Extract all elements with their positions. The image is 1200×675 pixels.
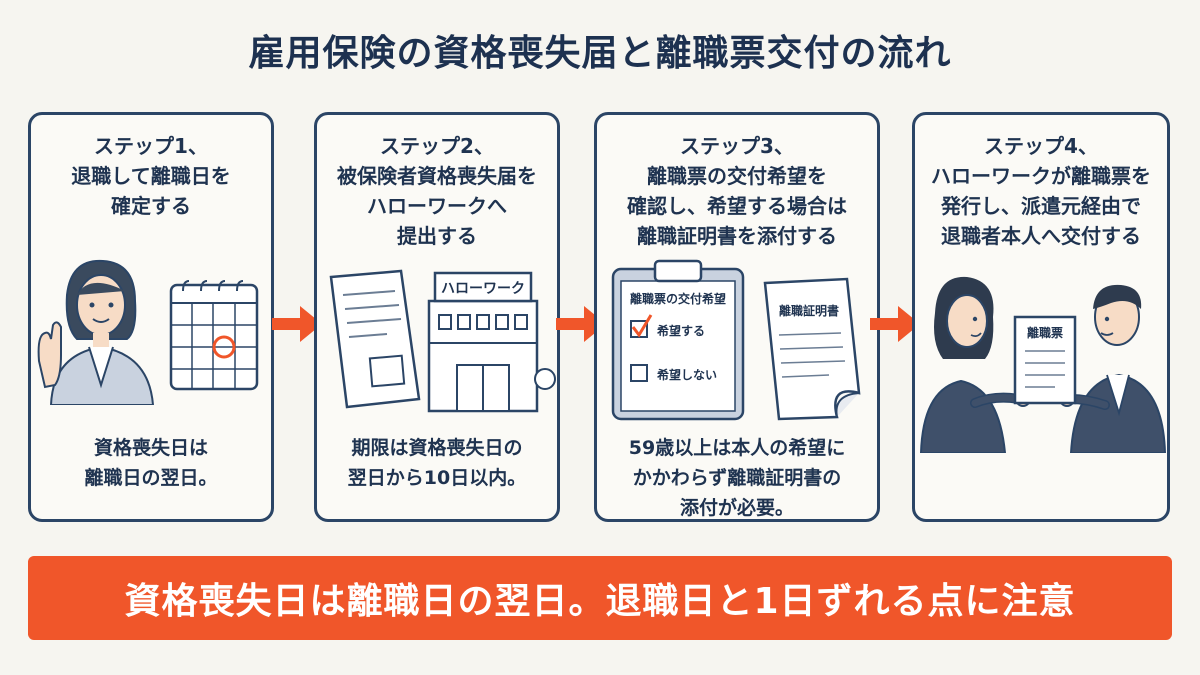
arrow-right-icon bbox=[870, 306, 920, 342]
building-sign: ハローワーク bbox=[441, 281, 525, 297]
step-4-heading: ステップ4、 ハローワークが離職票を 発行し、派遣元経由で 退職者本人へ交付する bbox=[931, 134, 1151, 248]
step-card-3: ステップ3、 離職票の交付希望を 確認し、希望する場合は 離職証明書を添付する … bbox=[594, 112, 880, 522]
document-form-icon bbox=[329, 269, 421, 409]
warning-banner: 資格喪失日は離職日の翌日。退職日と1日ずれる点に注意 bbox=[28, 556, 1172, 640]
hello-work-building-icon: ハローワーク bbox=[427, 271, 556, 413]
arrow-right-icon bbox=[272, 306, 322, 342]
certificate-document-icon: 離職証明書 bbox=[763, 277, 861, 421]
step-2-note: 期限は資格喪失日の 翌日から10日以内。 bbox=[347, 437, 527, 489]
step-1-note: 資格喪失日は 離職日の翌日。 bbox=[84, 437, 218, 489]
option-yes: 希望する bbox=[656, 323, 705, 338]
step-4-illustration: 離職票 bbox=[919, 276, 1167, 453]
step-3-heading: ステップ3、 離職票の交付希望を 確認し、希望する場合は 離職証明書を添付する bbox=[627, 134, 847, 248]
step-3-note: 59歳以上は本人の希望に かかわらず離職証明書の 添付が必要。 bbox=[628, 437, 846, 519]
form-title: 離職票の交付希望 bbox=[630, 291, 726, 306]
paper-title: 離職票 bbox=[1027, 325, 1063, 340]
step-card-1: ステップ1、 退職して離職日を 確定する bbox=[28, 112, 274, 522]
doc-title: 離職証明書 bbox=[779, 303, 839, 318]
separation-notice-paper-icon: 離職票 bbox=[1013, 315, 1077, 405]
step-3-illustration: 離職票の交付希望 希望する 希望しない 離職証明書 bbox=[611, 259, 861, 421]
checkbox-empty-icon bbox=[630, 364, 648, 382]
step-2-illustration: ハローワーク bbox=[329, 269, 556, 413]
page-title: 雇用保険の資格喪失届と離職票交付の流れ bbox=[248, 33, 952, 74]
option-no: 希望しない bbox=[656, 367, 717, 382]
calendar-icon bbox=[169, 280, 259, 391]
step-card-2: ステップ2、 被保険者資格喪失届を ハローワークへ 提出する ハローワーク 期限… bbox=[314, 112, 560, 522]
step-1-illustration bbox=[37, 259, 259, 405]
step-1-heading: ステップ1、 退職して離職日を 確定する bbox=[71, 134, 231, 218]
person-waving-icon bbox=[37, 259, 155, 405]
clipboard-icon: 離職票の交付希望 希望する 希望しない bbox=[611, 259, 745, 421]
person-receiving-icon bbox=[919, 276, 1031, 453]
step-2-heading: ステップ2、 被保険者資格喪失届を ハローワークへ 提出する bbox=[337, 134, 537, 248]
step-card-4: ステップ4、 ハローワークが離職票を 発行し、派遣元経由で 退職者本人へ交付する bbox=[912, 112, 1170, 522]
